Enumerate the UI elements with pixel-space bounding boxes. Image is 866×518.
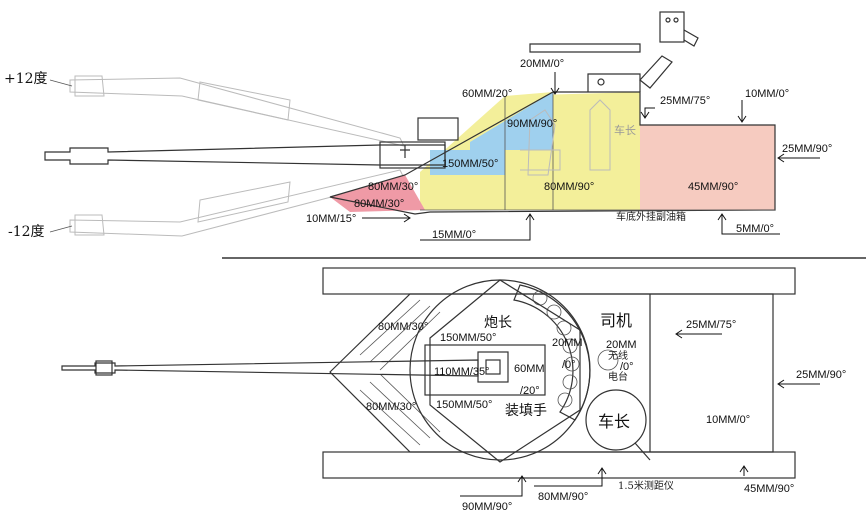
zone-yellow: [420, 92, 640, 210]
muzzle-brake: [95, 360, 113, 376]
arrow-roof-top: [737, 100, 747, 123]
label-radio-top: 20MM: [606, 339, 637, 351]
label-nose: 10MM/15°: [306, 213, 356, 225]
label-roof-top: 10MM/0°: [745, 88, 789, 100]
turret-hexagon: [429, 279, 581, 463]
label-hull-side: 80MM/90°: [544, 181, 594, 193]
label-rear-floor: 5MM/0°: [736, 223, 774, 235]
elevation-down-label: -12度: [8, 224, 45, 240]
arrow-side-upper: [675, 329, 722, 339]
mantlet-inner: [485, 359, 501, 375]
rangefinder-circle: [585, 389, 647, 451]
label-turret-side: 150MM/50°: [442, 158, 498, 170]
arrow-bottom-right: [739, 465, 749, 476]
label-side-rear: 25MM/90°: [796, 369, 846, 381]
label-ring-armor: 60MM: [514, 363, 545, 375]
arrow-rear-plate: [777, 153, 820, 163]
gun-mount: [424, 344, 546, 396]
hull-outline: [329, 91, 776, 215]
label-radio: 无线: [608, 349, 628, 362]
radio-circle: [597, 349, 619, 371]
label-inner-top: 20MM: [552, 337, 583, 349]
ammo-racks: [359, 299, 441, 446]
label-front-upper: 80MM/30°: [378, 321, 428, 333]
arrow-nose: [362, 213, 411, 223]
elevation-up-label: +12度: [4, 71, 48, 87]
label-lower-front-1: 80MM/30°: [368, 181, 418, 193]
label-vehicle-commander: 车长: [598, 412, 630, 431]
arrow-side-rear: [777, 379, 820, 389]
top-gun-barrel: [61, 359, 479, 377]
label-engine-deck: 10MM/0°: [706, 414, 750, 426]
elevation-up-leader: [49, 79, 73, 87]
label-rear-plate: 25MM/90°: [782, 143, 832, 155]
arrow-top-hatch: [550, 72, 560, 95]
label-lower-front-2: 80MM/30°: [354, 198, 404, 210]
label-bottom-right: 45MM/90°: [744, 483, 794, 495]
turret-top: [529, 11, 699, 92]
label-fuel-tank: 车底外挂副油箱: [616, 210, 686, 223]
label-radio-angle: /0°: [620, 361, 634, 373]
label-top-hatch: 20MM/0°: [520, 58, 564, 70]
zone-blue-upper: [470, 92, 553, 150]
hull-top-outline: [329, 293, 774, 453]
top-view: 80MM/30° 80MM/30° 150MM/50° 150MM/50° 11…: [61, 267, 846, 513]
rangefinder-arm: [634, 442, 651, 461]
zone-red: [330, 175, 425, 212]
label-rear-section: 45MM/90°: [688, 181, 738, 193]
label-front-lower: 80MM/30°: [366, 401, 416, 413]
zone-blue-lower: [430, 150, 505, 175]
label-driver: 司机: [600, 311, 632, 330]
label-upper-glacis: 60MM/20°: [462, 88, 512, 100]
label-turret-upper: 150MM/50°: [440, 332, 496, 344]
shell-ring-cells: [532, 290, 580, 408]
track-bottom: [322, 451, 796, 479]
label-rangefinder: 1.5米测距仪: [618, 479, 674, 492]
label-radio2: 电台: [608, 370, 628, 383]
main-gun: [44, 117, 459, 169]
label-inner-angle: /0°: [562, 359, 576, 371]
arrow-bottom-mid: [534, 467, 607, 487]
label-side-upper: 25MM/75°: [686, 319, 736, 331]
arrow-roof-rear: [640, 107, 655, 119]
label-bottom-mid: 80MM/90°: [538, 491, 588, 503]
hull-mid-line: [504, 92, 554, 210]
side-view: 车长 +12度 -12度 20MM/0° 60MM/20° 90MM/90° 1…: [4, 11, 832, 241]
seat-label-commander: 车长: [614, 123, 636, 137]
ghost-barrel-up: [69, 75, 405, 147]
track-top: [322, 267, 796, 295]
zone-salmon: [640, 125, 775, 210]
crew-figures: [520, 99, 611, 176]
label-turret-lower: 150MM/50°: [436, 399, 492, 411]
label-loader: 装填手: [505, 403, 547, 419]
label-floor: 15MM/0°: [432, 229, 476, 241]
label-mantlet: 110MM/35°: [434, 366, 490, 378]
arrow-rear-floor: [717, 213, 780, 235]
elevation-down-leader: [49, 225, 73, 233]
arrow-floor: [420, 213, 535, 241]
label-ring-angle: /20°: [520, 385, 540, 397]
label-front-wedge: 90MM/90°: [507, 118, 557, 130]
shell-ring: [513, 284, 591, 421]
label-commander: 炮长: [484, 315, 512, 331]
arrow-bottom-left: [460, 475, 527, 497]
label-roof-rear: 25MM/75°: [660, 95, 710, 107]
label-bottom-left: 90MM/90°: [462, 501, 512, 513]
